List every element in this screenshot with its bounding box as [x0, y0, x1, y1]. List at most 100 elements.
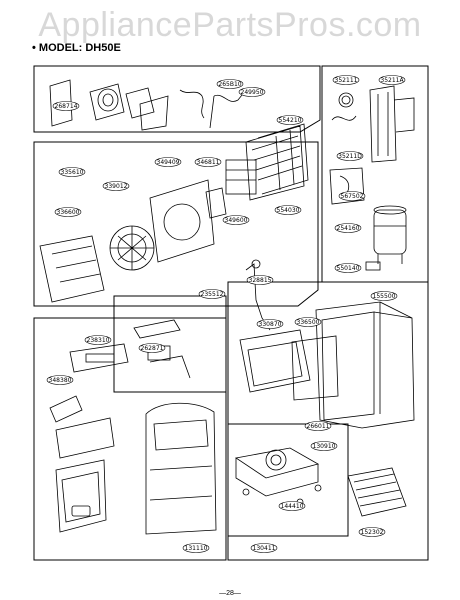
- callout-bubble: [278, 501, 306, 511]
- callout-bubble: [274, 205, 302, 215]
- part-number-label: 328815: [249, 277, 272, 284]
- callout-bubble: [198, 289, 226, 299]
- callout-bubble: [334, 223, 362, 233]
- header: AppliancePartsPros.com: [0, 0, 460, 44]
- part-number-label: 130910: [313, 443, 336, 450]
- part-callout: 35211A: [378, 75, 406, 85]
- part-number-label: 339012: [105, 183, 128, 190]
- part-number-label: 330870: [259, 321, 282, 328]
- part-callout: 254160: [334, 223, 362, 233]
- callout-bubble: [52, 101, 80, 111]
- part-callout: 330870: [256, 319, 284, 329]
- part-number-label: 268714: [55, 103, 78, 110]
- callout-bubble: [138, 343, 166, 353]
- callout-bubble: [276, 115, 304, 125]
- callout-bubble: [222, 215, 250, 225]
- part-number-label: 349409: [157, 159, 180, 166]
- callout-bubble: [194, 157, 222, 167]
- callout-bubble: [378, 75, 406, 85]
- callout-bubble: [102, 181, 130, 191]
- frame-top-left: [33, 65, 321, 133]
- frame-control-panel: [113, 295, 227, 393]
- callout-bubble: [46, 375, 74, 385]
- part-number-label: 131110: [185, 545, 208, 552]
- part-number-label: 335610: [61, 169, 84, 176]
- part-number-label: 349600: [225, 217, 248, 224]
- part-number-label: 130411: [253, 545, 276, 552]
- part-number-label: 550140: [337, 265, 360, 272]
- part-number-label: 567502: [341, 193, 364, 200]
- part-callout: 550140: [334, 263, 362, 273]
- part-callout: 35211D: [336, 151, 364, 161]
- part-number-label: 266011: [307, 423, 330, 430]
- part-callout: 238310: [84, 335, 112, 345]
- part-callout: 349600: [222, 215, 250, 225]
- callout-bubble: [154, 157, 182, 167]
- callout-bubble: [336, 151, 364, 161]
- site-watermark: AppliancePartsPros.com: [38, 6, 422, 44]
- part-callout: 152302: [358, 527, 386, 537]
- part-number-label: 346811: [197, 159, 220, 166]
- part-number-label: 265B10: [218, 81, 241, 88]
- callout-bubble: [182, 543, 210, 553]
- part-callout: 131110: [182, 543, 210, 553]
- callout-bubble: [246, 275, 274, 285]
- part-callout: 130411: [250, 543, 278, 553]
- callout-bubble: [338, 191, 366, 201]
- part-number-label: 336600: [57, 209, 80, 216]
- callout-bubble: [304, 421, 332, 431]
- part-callout: 336600: [54, 207, 82, 217]
- part-callout: 339012: [102, 181, 130, 191]
- part-number-label: 554210: [279, 117, 302, 124]
- callout-bubble: [294, 317, 322, 327]
- part-callout: 328815: [246, 275, 274, 285]
- part-callout: 335610: [58, 167, 86, 177]
- part-number-label: 35211A: [380, 77, 404, 84]
- callout-bubble: [370, 291, 398, 301]
- part-callout: 554210: [276, 115, 304, 125]
- part-number-label: 152302: [361, 529, 384, 536]
- blower-coil-assembly: [39, 123, 309, 303]
- part-callout: 266011: [304, 421, 332, 431]
- fan-motor-assembly: [49, 79, 247, 131]
- part-callout: 346811: [194, 157, 222, 167]
- callout-bubble: [84, 335, 112, 345]
- part-callout: 268714: [52, 101, 80, 111]
- part-callout: 349409: [154, 157, 182, 167]
- rear-cabinet-assembly: [234, 259, 415, 517]
- callout-bubble: [358, 527, 386, 537]
- callout-bubble: [250, 543, 278, 553]
- part-number-label: 144410: [281, 503, 304, 510]
- part-number-label: 155500: [373, 293, 396, 300]
- part-number-label: 235512: [201, 291, 224, 298]
- part-callout: 554030: [274, 205, 302, 215]
- part-number-label: 254160: [337, 225, 360, 232]
- part-callout: 352111: [332, 75, 360, 85]
- part-number-label: 249950: [241, 89, 264, 96]
- compressor-assembly: [329, 85, 415, 271]
- part-callout: 130910: [310, 441, 338, 451]
- page-number: —28—: [219, 590, 241, 597]
- frame-middle: [33, 141, 319, 307]
- part-number-label: 262871: [141, 345, 164, 352]
- callout-bubble: [256, 319, 284, 329]
- part-callout: 265B10: [216, 79, 244, 89]
- frame-base: [227, 423, 349, 537]
- callout-bubble: [58, 167, 86, 177]
- part-number-label: 554030: [277, 207, 300, 214]
- part-callout: 249950: [238, 87, 266, 97]
- model-label: • MODEL: DH50E: [32, 42, 121, 54]
- callout-bubble: [332, 75, 360, 85]
- front-cabinet-assembly: [49, 319, 217, 535]
- callout-bubble: [54, 207, 82, 217]
- part-callout: 235512: [198, 289, 226, 299]
- part-number-label: 35211D: [338, 153, 362, 160]
- callout-bubble: [310, 441, 338, 451]
- part-number-label: 352111: [335, 77, 358, 84]
- part-callout: 348380: [46, 375, 74, 385]
- part-number-label: 336500: [297, 319, 320, 326]
- part-callout: 144410: [278, 501, 306, 511]
- part-callout: 262871: [138, 343, 166, 353]
